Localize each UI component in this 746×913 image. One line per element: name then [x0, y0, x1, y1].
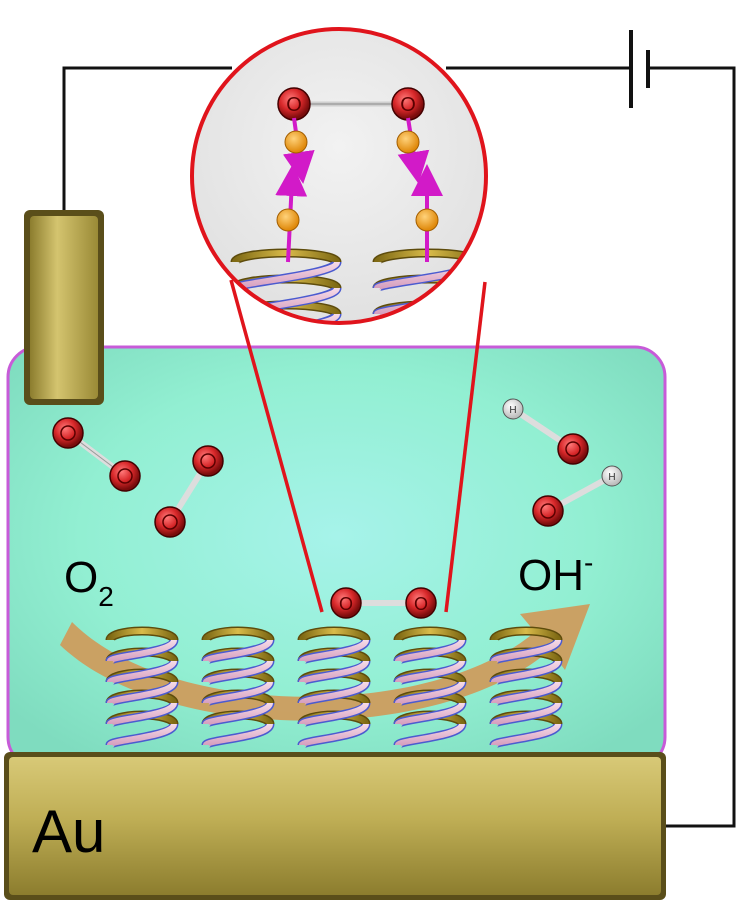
electron — [284, 130, 308, 154]
oxygen-label: O — [339, 594, 353, 614]
oxygen-label: O — [414, 594, 428, 614]
battery-icon — [629, 30, 650, 108]
circuit-wire — [62, 66, 736, 828]
oxygen-label: O — [400, 94, 416, 116]
oxygen-atom-zoomed: O — [277, 87, 311, 121]
product-label: OH- — [518, 547, 593, 600]
electron — [415, 208, 439, 232]
helix-layer — [105, 626, 563, 750]
counter-electrode — [24, 210, 104, 405]
helix-molecule — [489, 626, 563, 750]
o2-molecule-bound: O O — [330, 587, 437, 619]
helix-molecule — [201, 626, 275, 750]
oxygen-atom-zoomed: O — [391, 87, 425, 121]
o2-molecules-free — [52, 417, 224, 538]
oh-molecules: H H — [502, 398, 623, 527]
electron — [396, 130, 420, 154]
reactant-label: O2 — [64, 553, 114, 612]
helix-molecule — [393, 626, 467, 750]
hydrogen-label: H — [509, 405, 516, 416]
oxygen-label: O — [286, 94, 302, 116]
gold-electrode — [4, 752, 666, 900]
hydrogen-label: H — [608, 472, 615, 483]
electron — [276, 208, 300, 232]
zoom-lines — [229, 279, 487, 613]
helix-molecule — [105, 626, 179, 750]
helix-molecule — [297, 626, 371, 750]
electrode-label: Au — [32, 798, 105, 865]
